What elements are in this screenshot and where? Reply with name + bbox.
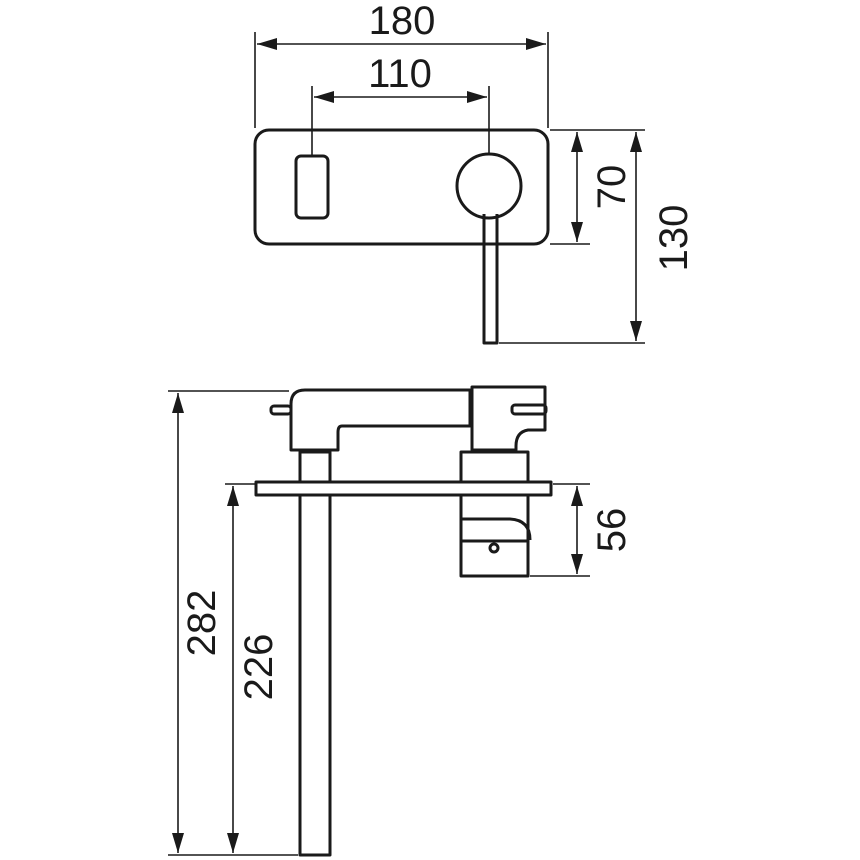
head-slot bbox=[510, 403, 548, 416]
valve-body-curve bbox=[461, 517, 532, 543]
arrow-head bbox=[227, 833, 239, 853]
dimension-180: 180 bbox=[254, 0, 549, 128]
dimension-label-282: 282 bbox=[180, 590, 224, 657]
wall-plate-side bbox=[254, 480, 553, 497]
dimension-label-70: 70 bbox=[590, 165, 634, 210]
dimension-label-110: 110 bbox=[368, 52, 432, 96]
dimension-label-56: 56 bbox=[590, 508, 634, 553]
arrow-head bbox=[571, 554, 583, 574]
spout-side bbox=[298, 493, 332, 857]
lever-handle-side bbox=[289, 388, 472, 452]
front-view bbox=[253, 128, 550, 345]
handle-lever-front bbox=[482, 214, 499, 345]
arrow-head bbox=[571, 486, 583, 506]
arrow-head bbox=[172, 393, 184, 413]
dimension-110: 110 bbox=[311, 52, 490, 156]
arrow-head bbox=[467, 91, 487, 103]
valve-body-upper bbox=[459, 450, 530, 484]
arrow-head bbox=[571, 222, 583, 242]
spout-outlet-front bbox=[294, 154, 330, 220]
dimension-130: 130 bbox=[499, 132, 696, 344]
arrow-head bbox=[526, 38, 546, 50]
dimension-282: 282 bbox=[168, 390, 298, 856]
arrow-head bbox=[314, 91, 334, 103]
arrow-head bbox=[630, 132, 642, 152]
valve-screw bbox=[488, 542, 500, 554]
lever-pin bbox=[269, 404, 293, 416]
handle-hub-front bbox=[455, 152, 523, 220]
dimension-226: 226 bbox=[225, 483, 281, 853]
spout-stem-upper bbox=[298, 450, 332, 484]
dimension-label-226: 226 bbox=[237, 634, 281, 701]
arrow-head bbox=[172, 833, 184, 853]
dimension-label-130: 130 bbox=[652, 205, 696, 272]
wall-plate-front bbox=[253, 128, 550, 246]
side-view bbox=[254, 385, 553, 857]
arrow-head bbox=[571, 132, 583, 152]
arrow-head bbox=[257, 38, 277, 50]
cartridge-head-side bbox=[470, 385, 547, 452]
valve-body-lower bbox=[459, 493, 530, 578]
dimension-70: 70 bbox=[550, 129, 645, 245]
dimension-56: 56 bbox=[530, 483, 634, 577]
arrow-head bbox=[630, 321, 642, 341]
dimension-label-180: 180 bbox=[369, 0, 436, 43]
arrow-head bbox=[227, 486, 239, 506]
